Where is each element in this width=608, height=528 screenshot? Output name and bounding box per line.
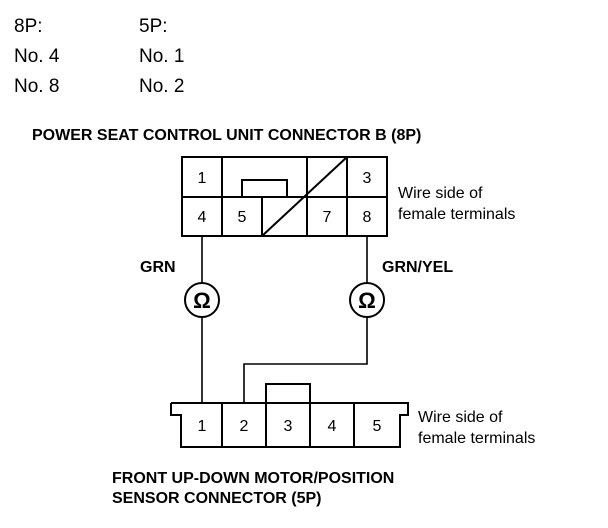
pin-5p-3: 3 (284, 418, 293, 435)
ohmmeter-right: Ω (349, 282, 385, 318)
connector-5p: 1 2 3 4 5 (170, 383, 409, 448)
connector-5p-note-line-2: female terminals (418, 430, 535, 447)
row-8p-1: No. 4 (14, 46, 60, 67)
header-8p: 8P: (14, 16, 43, 37)
pin-b-8: 8 (363, 209, 372, 226)
connector-b-title: POWER SEAT CONTROL UNIT CONNECTOR B (8P) (32, 127, 421, 144)
pin-b-5: 5 (238, 209, 247, 226)
header-5p: 5P: (139, 16, 168, 37)
wires (201, 236, 368, 403)
connector-5p-title-line-1: FRONT UP-DOWN MOTOR/POSITION (112, 470, 394, 487)
connector-5p-note-line-1: Wire side of (418, 409, 503, 426)
connector-5p-lock-tab (265, 383, 311, 404)
pin-5p-2: 2 (240, 418, 249, 435)
wire-label-grn-yel: GRN/YEL (382, 259, 453, 276)
connector-5p-title-line-2: SENSOR CONNECTOR (5P) (112, 490, 322, 507)
connector-b-8p: 1 3 4 5 7 8 (181, 156, 388, 237)
pin-b-4: 4 (198, 209, 207, 226)
pin-reference-table: 8P: No. 4 No. 8 5P: No. 1 No. 2 (14, 16, 184, 97)
connector-b-blank-slash (261, 156, 348, 237)
connector-b-lock-tab (241, 179, 288, 198)
ohmmeter-left: Ω (184, 282, 220, 318)
wire-grn-yel-lower (243, 317, 368, 403)
connector-5p-outline (170, 402, 409, 448)
row-8p-2: No. 8 (14, 76, 59, 97)
pin-b-7: 7 (323, 209, 332, 226)
pin-5p-1: 1 (198, 418, 207, 435)
connector-b-note-line-1: Wire side of (398, 185, 483, 202)
pin-5p-5: 5 (373, 418, 382, 435)
pin-b-1: 1 (198, 170, 207, 187)
ohmmeter-left-circle (184, 282, 220, 318)
pin-b-3: 3 (363, 170, 372, 187)
ohm-icon: Ω (193, 288, 211, 313)
ohmmeter-right-circle (349, 282, 385, 318)
connector-b-note-line-2: female terminals (398, 206, 515, 223)
row-5p-2: No. 2 (139, 76, 184, 97)
row-5p-1: No. 1 (139, 46, 184, 67)
ohm-icon: Ω (358, 288, 376, 313)
pin-5p-4: 4 (328, 418, 337, 435)
wire-label-grn: GRN (140, 259, 176, 276)
